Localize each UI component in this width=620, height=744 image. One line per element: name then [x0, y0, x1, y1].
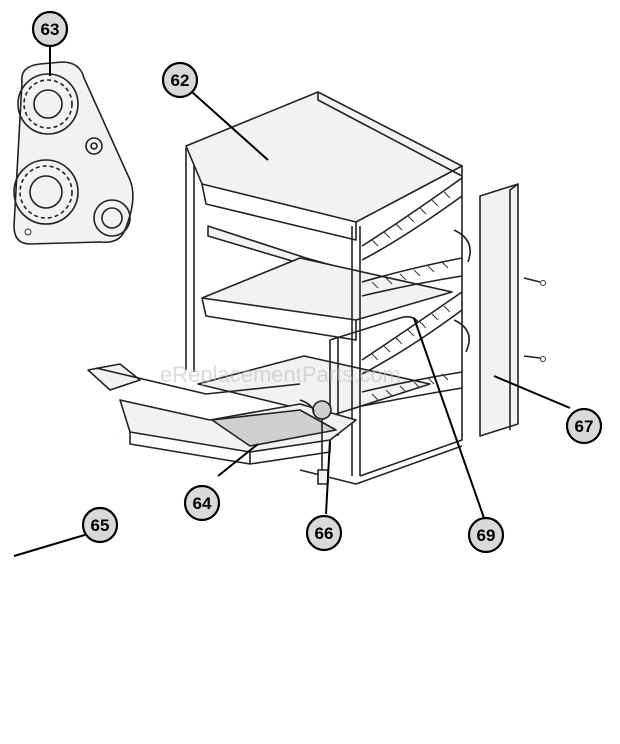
svg-text:65: 65: [91, 516, 110, 535]
svg-text:64: 64: [193, 494, 212, 513]
leader-lines: [13, 44, 571, 557]
watermark-text: eReplacementParts.com: [160, 362, 401, 387]
callout-64: 64: [183, 484, 221, 522]
side-panel: [479, 183, 546, 437]
svg-text:69: 69: [477, 526, 496, 545]
tube-sheet-plate: [13, 61, 134, 245]
callout-66: 66: [305, 514, 343, 552]
callout-63: 63: [31, 10, 69, 48]
callout-65: 65: [81, 506, 119, 544]
callout-69: 69: [467, 516, 505, 554]
tubing: [10, 434, 120, 612]
coil-cabinet: [185, 91, 471, 485]
callout-62: 62: [161, 61, 199, 99]
svg-text:62: 62: [171, 71, 190, 90]
callout-67: 67: [565, 407, 603, 445]
svg-text:67: 67: [575, 417, 594, 436]
drain-pan: [87, 363, 357, 465]
svg-text:66: 66: [315, 524, 334, 543]
svg-text:63: 63: [41, 20, 60, 39]
